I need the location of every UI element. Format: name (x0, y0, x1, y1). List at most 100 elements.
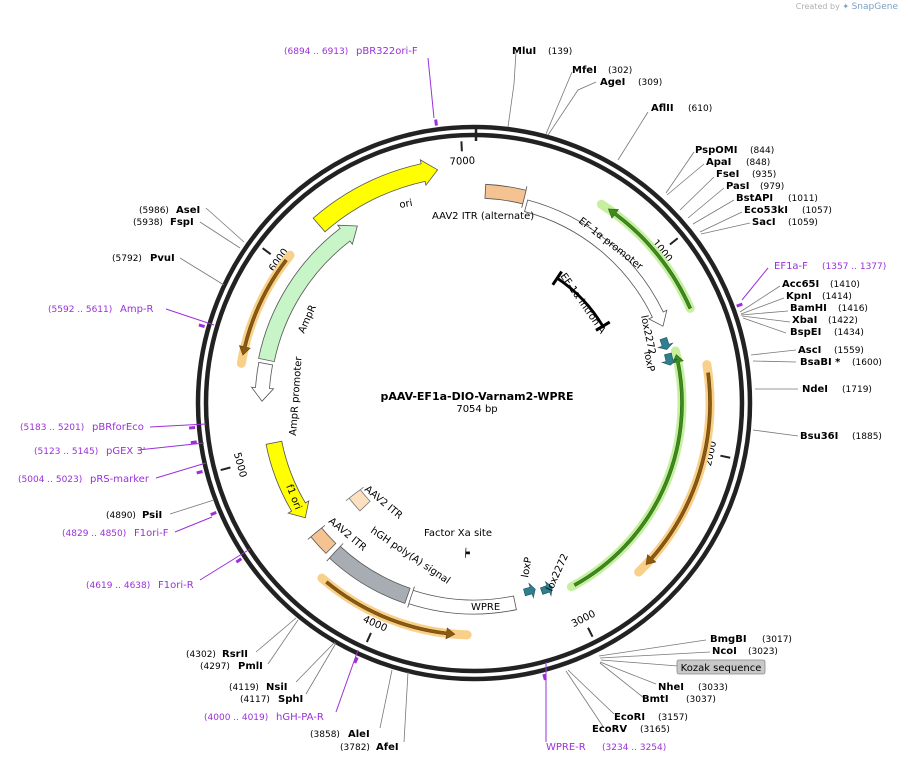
primer-name-amp-r[interactable]: Amp-R (120, 304, 154, 315)
feature-ampr-promoter (250, 361, 275, 402)
feature-label-ef1a-intron: EF-1α intron A (558, 271, 608, 336)
feature-label-ori: ori (399, 198, 414, 211)
primer-name-hgh-pa-r[interactable]: hGH-PA-R (276, 712, 324, 723)
site-name-bmgbi[interactable]: BmgBI (710, 634, 747, 645)
snapgene-logo-icon: ✦ (842, 2, 850, 11)
site-pos-bspei: (1434) (834, 328, 864, 338)
site-name-bsabi[interactable]: BsaBI * (800, 357, 841, 368)
backbone-outer (195, 124, 753, 682)
site-pos-bamhi: (1416) (838, 304, 868, 314)
site-pos-asci: (1559) (834, 346, 864, 356)
backbone-inner (203, 132, 745, 674)
feature-loxp-top (661, 352, 678, 366)
site-pos-mfei: (302) (608, 66, 632, 76)
site-pos-nhei: (3033) (698, 683, 728, 693)
tick-mark-2000 (720, 454, 731, 459)
leader-bsu36i (752, 429, 799, 437)
site-name-ecorv[interactable]: EcoRV (592, 724, 627, 735)
site-name-bstapi[interactable]: BstAPI (736, 193, 773, 204)
site-name-rsrii[interactable]: RsrII (222, 649, 248, 660)
site-name-apai[interactable]: ApaI (706, 157, 731, 168)
leader-alei (379, 669, 393, 729)
site-pos-ecorv: (3165) (640, 725, 670, 735)
site-name-asei[interactable]: AseI (176, 205, 200, 216)
site-name-pasi[interactable]: PasI (726, 181, 749, 192)
leader-bspei (742, 317, 787, 334)
site-name-afei[interactable]: AfeI (376, 742, 399, 753)
site-name-bmti[interactable]: BmtI (642, 694, 669, 705)
primer-line-pbrforeco (149, 423, 207, 428)
site-pos-sphi: (4117) (240, 695, 270, 705)
site-name-ncoi[interactable]: NcoI (712, 646, 737, 657)
site-name-fsei[interactable]: FseI (716, 169, 739, 180)
leader-nhei (599, 661, 657, 685)
primer-pos-ef1a-f: (1357 .. 1377) (822, 262, 886, 272)
primer-name-wpre-r[interactable]: WPRE-R (546, 742, 586, 753)
leader-bstapi (692, 199, 735, 225)
leader-apai (666, 163, 705, 196)
site-name-fspi[interactable]: FspI (170, 217, 194, 228)
primer-mark-1 (736, 302, 743, 308)
feature-label-loxp-bottom: loxP (520, 556, 534, 578)
glow-green-right (566, 346, 687, 592)
leader-asei (205, 207, 245, 243)
site-name-psii[interactable]: PsiI (142, 510, 162, 521)
primer-mark-2 (198, 323, 206, 328)
primer-name-pbr322ori-f[interactable]: pBR322ori-F (356, 46, 418, 57)
feature-ef1a-promoter (524, 199, 668, 327)
site-name-mlui[interactable]: MluI (512, 46, 536, 57)
site-name-acc65i[interactable]: Acc65I (782, 279, 819, 290)
primer-name-f1ori-r[interactable]: F1ori-R (158, 580, 194, 591)
primer-mark-5 (196, 470, 203, 475)
site-name-pspomi[interactable]: PspOMI (695, 145, 737, 156)
site-name-bamhi[interactable]: BamHI (790, 303, 827, 314)
leader-saci (700, 222, 751, 235)
primer-name-prs-marker[interactable]: pRS-marker (90, 474, 150, 485)
site-pos-bmti: (3037) (686, 695, 716, 705)
leader-kozak (600, 659, 679, 667)
site-name-nhei[interactable]: NheI (658, 682, 684, 693)
site-pos-psii: (4890) (106, 511, 136, 521)
site-pos-fsei: (935) (752, 170, 776, 180)
leader-bmgbi (598, 639, 707, 657)
site-name-asci[interactable]: AscI (798, 345, 821, 356)
site-name-nsii[interactable]: NsiI (266, 682, 287, 693)
leader-ecorv (565, 670, 605, 729)
site-name-alei[interactable]: AleI (348, 729, 370, 740)
site-name-xbai[interactable]: XbaI (792, 315, 817, 326)
primer-name-pbrforeco[interactable]: pBRforEco (92, 422, 144, 433)
tick-mark-1000 (669, 237, 679, 246)
site-pos-kpni: (1414) (822, 292, 852, 302)
site-name-bspei[interactable]: BspEI (790, 327, 821, 338)
site-name-eco53ki[interactable]: Eco53kI (744, 205, 788, 216)
feature-lox2272-bottom (540, 580, 553, 597)
site-name-mfei[interactable]: MfeI (572, 65, 597, 76)
primer-name-pgex[interactable]: pGEX 3' (106, 446, 146, 457)
primer-mark-3 (188, 426, 196, 430)
leader-bsabi (752, 360, 797, 363)
cds-arrow-right (645, 372, 712, 565)
primer-name-ef1a-f[interactable]: EF1a-F (774, 261, 808, 272)
site-labels: MluI (139) MfeI (302) AgeI (309) AflII (… (106, 46, 882, 753)
site-name-bsu36i[interactable]: Bsu36I (800, 431, 838, 442)
site-name-pmli[interactable]: PmlI (238, 661, 263, 672)
site-name-sphi[interactable]: SphI (278, 694, 303, 705)
site-name-ndei[interactable]: NdeI (802, 384, 828, 395)
primer-pos-amp-r: (5592 .. 5611) (48, 305, 112, 315)
primer-line-f1ori-r (199, 548, 251, 581)
primer-name-f1ori-f[interactable]: F1ori-F (134, 528, 169, 539)
site-name-aflii[interactable]: AflII (651, 103, 674, 114)
intron-cap-0 (551, 270, 563, 286)
plasmid-name: pAAV-EF1a-DIO-Varnam2-WPRE (380, 390, 573, 403)
site-name-agei[interactable]: AgeI (600, 77, 625, 88)
kozak-badge[interactable] (676, 659, 766, 675)
primer-line-f1ori-f (174, 516, 213, 533)
site-name-kpni[interactable]: KpnI (786, 291, 812, 302)
site-name-saci[interactable]: SacI (752, 217, 776, 228)
primer-mark-0 (434, 119, 438, 126)
site-name-pvui[interactable]: PvuI (150, 253, 175, 264)
leader-ncoi (599, 651, 711, 659)
primer-mark-8 (353, 656, 359, 664)
site-pos-apai: (848) (746, 158, 770, 168)
site-name-ecori[interactable]: EcoRI (614, 712, 645, 723)
